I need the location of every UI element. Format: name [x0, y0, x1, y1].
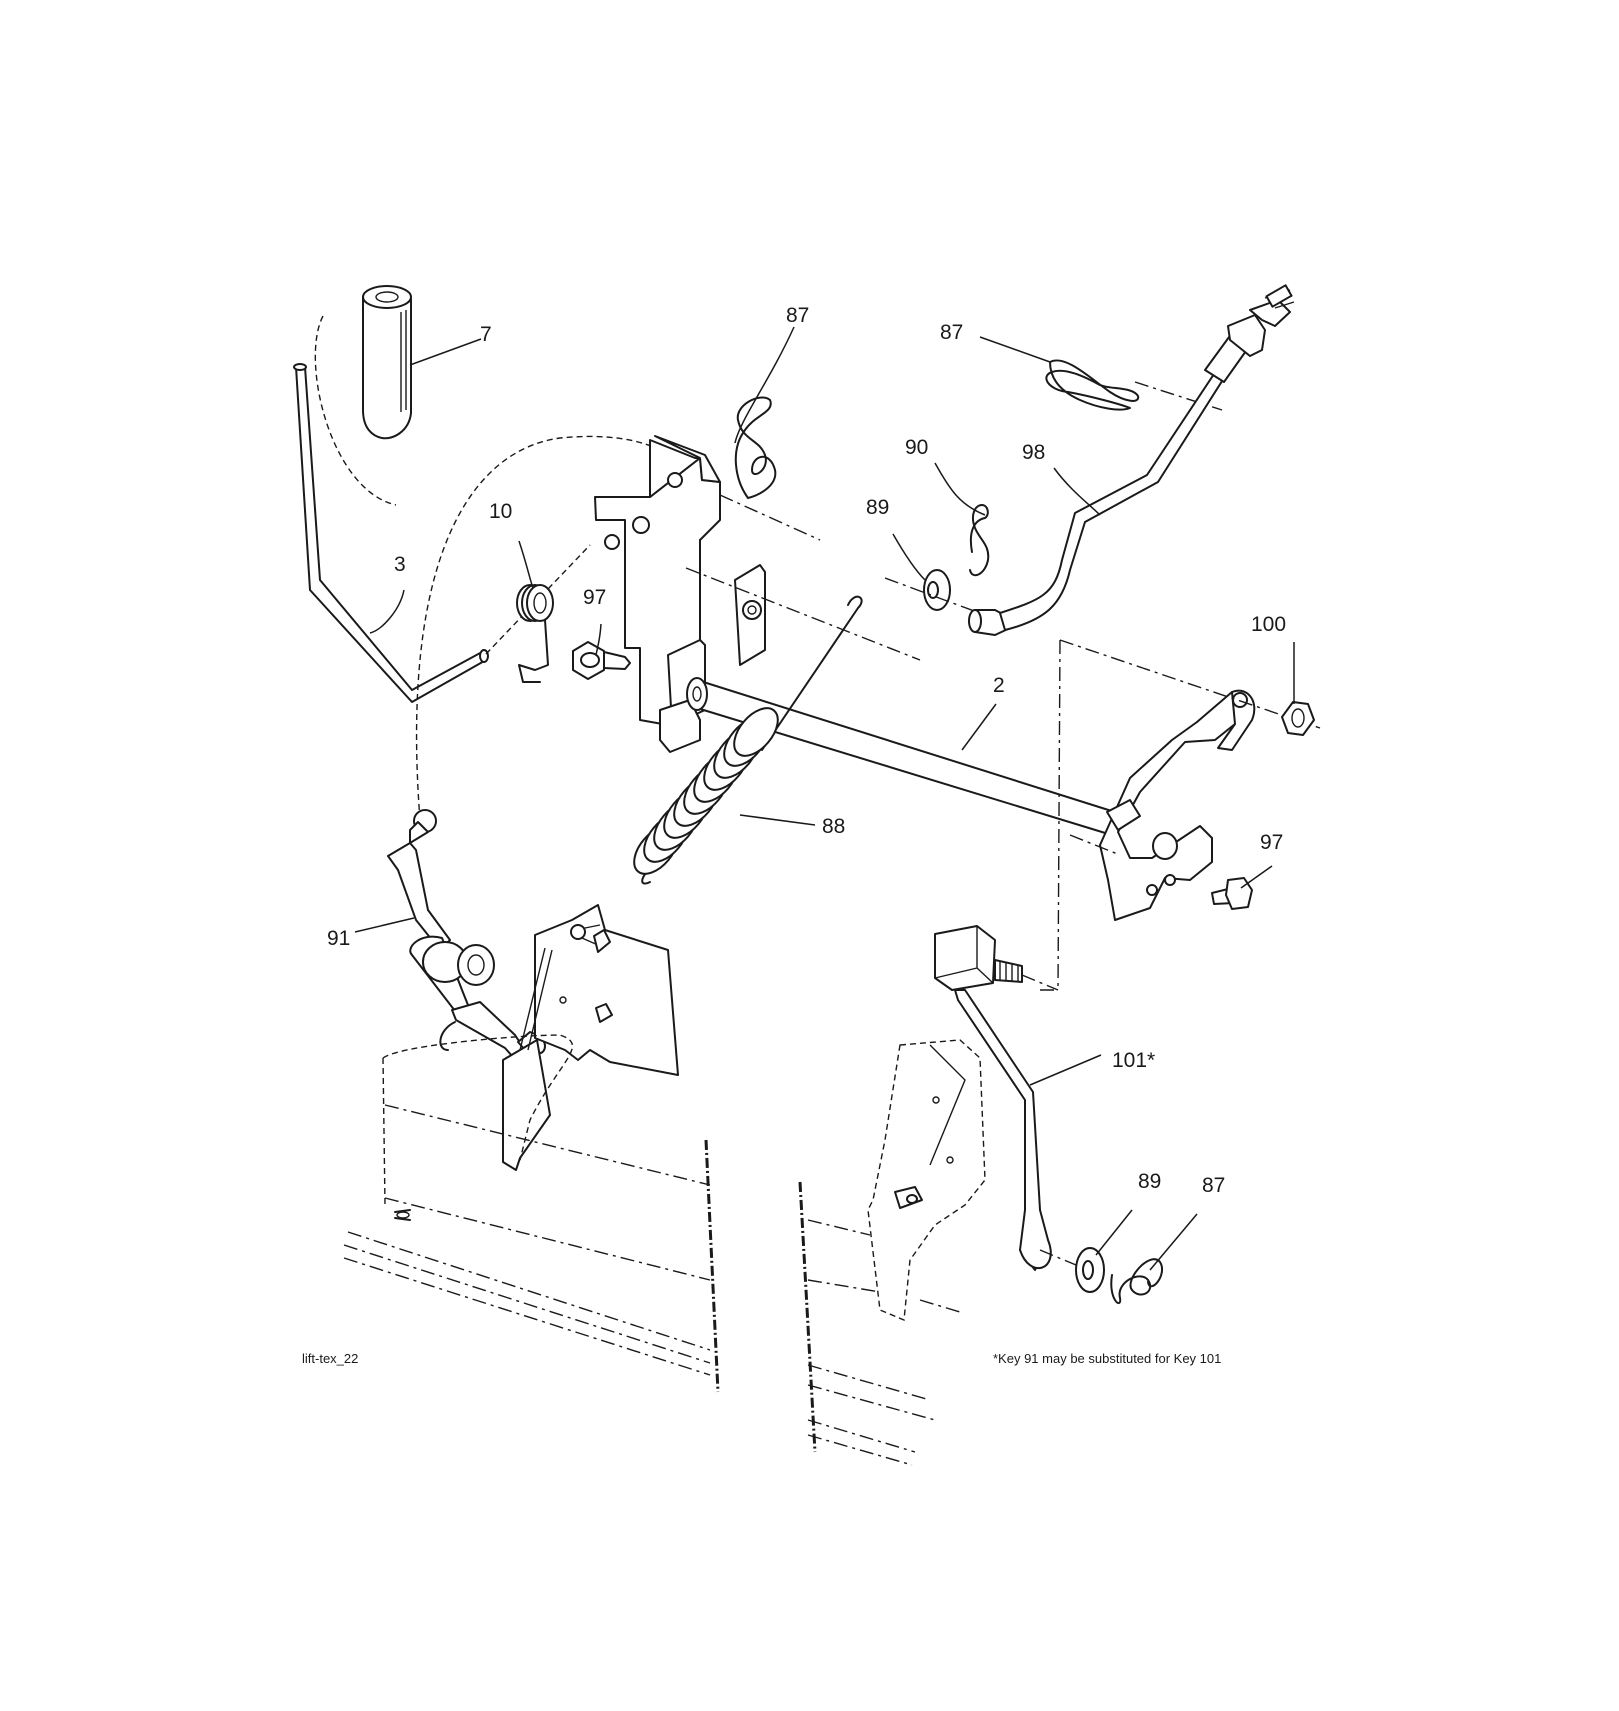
callout-101: 101* — [1112, 1049, 1155, 1072]
assembly-line-handle-arm — [415, 435, 661, 821]
callout-2: 2 — [993, 674, 1005, 697]
assembly-line-grip — [314, 315, 397, 506]
footnote: *Key 91 may be substituted for Key 101 — [993, 1351, 1221, 1366]
centerline-97-right — [1069, 834, 1121, 856]
right-deck-hanger — [867, 1039, 986, 1322]
leader-lines — [354, 326, 1295, 1271]
part-97-bolt-left — [572, 641, 631, 680]
callout-87-right: 87 — [940, 321, 963, 344]
callout-89-upper: 89 — [866, 496, 889, 519]
part-101-link-rod — [934, 925, 1052, 1271]
part-90-clip — [969, 504, 990, 577]
part-87-clip-right — [1045, 359, 1140, 411]
part-87-clip-upper — [734, 396, 777, 499]
callout-100: 100 — [1251, 613, 1286, 636]
part-87-clip-lower — [1110, 1258, 1163, 1304]
left-deck-hanger — [502, 904, 679, 1171]
part-3-lift-handle — [293, 363, 489, 703]
centerline-89-upper — [884, 577, 986, 616]
callout-98: 98 — [1022, 441, 1045, 464]
callout-labels: 7 87 87 90 98 89 10 3 97 100 2 88 97 91 … — [327, 304, 1286, 1197]
part-89-washer-lower — [1075, 1247, 1105, 1293]
callout-97-left: 97 — [583, 586, 606, 609]
callout-7: 7 — [480, 323, 492, 346]
centerline-bracket-upper — [719, 494, 821, 541]
part-91-lift-link — [387, 809, 546, 1066]
left-deck — [343, 1034, 720, 1393]
centerline-bracket-lower — [685, 567, 921, 661]
callout-87-lower: 87 — [1202, 1174, 1225, 1197]
centerline-vertical — [1040, 639, 1061, 991]
right-deck — [798, 1181, 961, 1466]
part-7-grip — [362, 285, 412, 440]
part-98-rod — [968, 284, 1295, 636]
part-100-nut — [1281, 701, 1315, 736]
centerline-101 — [1021, 974, 1059, 991]
callout-90: 90 — [905, 436, 928, 459]
callout-97-right: 97 — [1260, 831, 1283, 854]
callout-91: 91 — [327, 927, 350, 950]
centerline-arm-upper — [1059, 639, 1321, 729]
part-10-spring — [516, 584, 554, 683]
callout-10: 10 — [489, 500, 512, 523]
callout-87-upper: 87 — [786, 304, 809, 327]
callout-89-lower: 89 — [1138, 1170, 1161, 1193]
callout-3: 3 — [394, 553, 406, 576]
drawing-id: lift-tex_22 — [302, 1351, 358, 1366]
part-88-extension-spring — [633, 595, 863, 885]
right-lift-arm — [1099, 689, 1256, 921]
part-97-bolt-right — [1211, 877, 1253, 910]
part-89-washer-upper — [923, 569, 951, 611]
callout-88: 88 — [822, 815, 845, 838]
